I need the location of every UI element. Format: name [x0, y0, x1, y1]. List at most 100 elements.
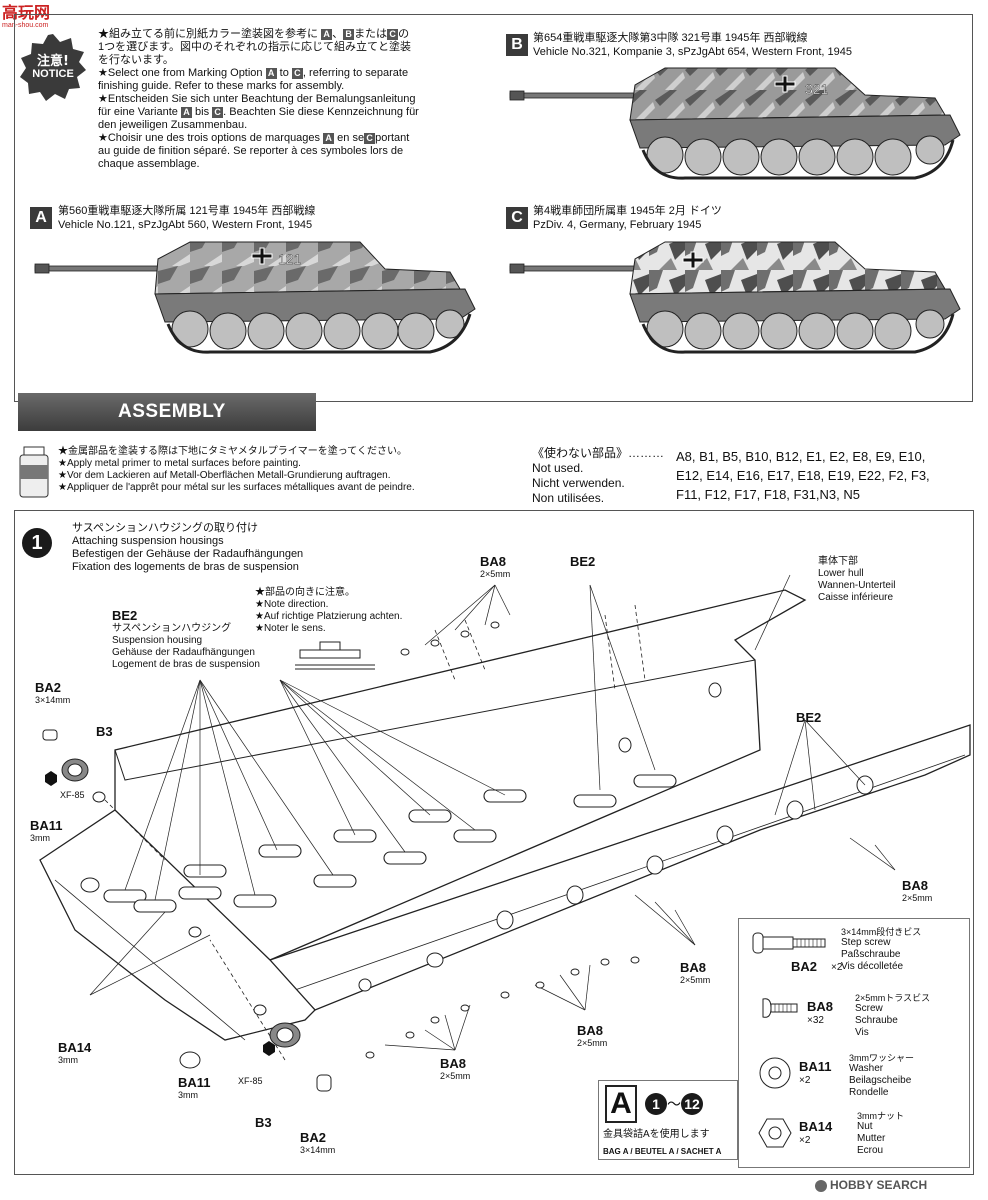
option-a-en: Vehicle No.121, sPzJgAbt 560, Western Fr…	[58, 219, 313, 231]
not-used-parts: A8, B1, B5, B10, B12, E1, E2, E8, E9, E1…	[676, 447, 930, 504]
option-b-box: B	[343, 29, 355, 40]
legend-desc: 3mmワッシャー Washer Beilagscheibe Rondelle	[849, 1053, 914, 1099]
part-size: 3×14mm	[35, 695, 71, 705]
not-used-label: Nicht verwenden.	[532, 476, 625, 490]
hull-assembly-drawing	[39, 574, 971, 1092]
legend-desc-line: Step screw	[841, 937, 891, 948]
legend-desc-line: 3mmワッシャー	[849, 1053, 914, 1063]
tank-c-drawing	[509, 241, 961, 354]
bag-range: 1〜12	[645, 1093, 703, 1115]
part-code: BA14	[58, 1040, 92, 1055]
notice-line: を行ないます。	[98, 54, 174, 66]
hobby-search-watermark: HOBBY SEARCH	[815, 1178, 927, 1192]
bag-jp: 金具袋詰Aを使用します	[603, 1129, 710, 1140]
ba11-label-top: BA11 3mm	[30, 818, 63, 843]
notice-fragment: の	[398, 28, 410, 40]
not-used-parts-line: F11, F12, F17, F18, F31,N3, N5	[676, 487, 861, 502]
primer-line: ★金属部品を塗装する際は下地にタミヤメタルプライマーを塗ってください。	[58, 446, 407, 457]
be2-line: Suspension housing	[112, 635, 203, 646]
legend-desc-line: 3×14mm段付きビス	[841, 927, 922, 937]
part-code: BA2	[35, 680, 62, 695]
legend-desc: 3×14mm段付きビス Step screw Paßschraube Vis d…	[841, 927, 921, 973]
not-used-label: 《使わない部品》………	[532, 446, 665, 460]
tank-b-number: 321	[805, 81, 829, 97]
not-used-label: Not used.	[532, 461, 584, 475]
notice-line: 1つを選びます。図中のそれぞれの指示に応じて組み立てと塗装	[98, 41, 412, 53]
legend-desc-line: 3mmナット	[857, 1111, 904, 1121]
bag-en: BAG A / BEUTEL A / SACHET A	[603, 1147, 722, 1156]
step-title-line: Attaching suspension housings	[72, 535, 224, 547]
truss-screw-icon	[762, 998, 798, 1018]
nut-icon	[758, 1118, 792, 1148]
primer-note: ★金属部品を塗装する際は下地にタミヤメタルプライマーを塗ってください。 ★App…	[58, 446, 415, 494]
note-line: ★Note direction.	[255, 599, 329, 610]
be2-housing-label: BE2 サスペンションハウジング Suspension housing Gehä…	[112, 608, 260, 671]
ba8-label-right: BA8 2×5mm	[902, 878, 932, 903]
paint-marker-icon	[263, 1041, 275, 1056]
notice-fragment: . Beachten Sie diese Kennzeichnung für	[223, 106, 419, 118]
watermark-brand: HOBBY SEARCH	[830, 1178, 928, 1192]
not-used-label: Non utilisées.	[532, 491, 605, 505]
legend-qty: ×32	[807, 1015, 824, 1026]
legend-desc-line: Vis décolletée	[841, 961, 904, 972]
legend-desc-line: Mutter	[857, 1133, 886, 1144]
notice-line-text: ★Select one from Marking Option	[98, 67, 263, 79]
legend-desc-line: Beilagscheibe	[849, 1075, 912, 1086]
part-size: 2×5mm	[440, 1071, 471, 1081]
option-c-jp: 第4戦車師団所属車 1945年 2月 ドイツ	[533, 205, 722, 217]
be2-line: Gehäuse der Radaufhängungen	[112, 647, 255, 658]
legend-desc-line: Washer	[849, 1063, 884, 1074]
xf85-label-bottom: XF-85	[238, 1076, 263, 1086]
step-number: 1	[22, 528, 52, 558]
be2-line: Logement de bras de suspension	[112, 659, 260, 670]
notice-line: den jeweiligen Zusammenbau.	[98, 119, 248, 131]
part-size: 3mm	[30, 833, 50, 843]
primer-line: ★Vor dem Lackieren auf Metall-Oberfläche…	[58, 470, 391, 481]
legend-qty: ×2	[831, 962, 843, 973]
not-used-parts-line: E12, E14, E16, E17, E18, E19, E22, F2, F…	[676, 468, 930, 483]
part-code: BA8	[577, 1023, 604, 1038]
part-code: BA11	[30, 818, 63, 833]
option-a-box: A	[321, 29, 333, 40]
option-a-box: A	[323, 133, 335, 144]
note-line: ★部品の向きに注意。	[255, 587, 355, 598]
bag-from: 1	[645, 1093, 667, 1115]
option-c-en: PzDiv. 4, Germany, February 1945	[533, 219, 702, 231]
lower-hull-line: 車体下部	[818, 556, 858, 567]
notice-line: ★Entscheiden Sie sich unter Beachtung de…	[98, 93, 416, 105]
option-a-badge: A	[30, 207, 52, 229]
legend-qty: ×2	[799, 1075, 811, 1086]
bag-letter: A	[605, 1085, 637, 1123]
legend-desc-line: 2×5mmトラスビス	[855, 993, 931, 1003]
notice-line: ★Choisir une des trois options de marqua…	[98, 132, 478, 145]
bag-tilde: 〜	[667, 1097, 681, 1113]
option-a-box: A	[180, 107, 192, 118]
legend-desc-line: Paßschraube	[841, 949, 901, 960]
notice-badge: 注意! NOTICE	[18, 32, 88, 102]
legend-desc: 3mmナット Nut Mutter Ecrou	[857, 1111, 904, 1157]
notice-line-text: ★組み立てる前に別紙カラー塗装図を参考に	[98, 28, 318, 40]
option-b-badge: B	[506, 34, 528, 56]
legend-desc: 2×5mmトラスビス Screw Schraube Vis	[855, 993, 930, 1039]
be2-label-right: BE2	[796, 710, 822, 725]
option-b-en: Vehicle No.321, Kompanie 3, sPzJgAbt 654…	[533, 46, 852, 58]
notice-fragment: または	[354, 28, 388, 40]
note-line: ★Auf richtige Platzierung achten.	[255, 611, 403, 622]
notice-fragment: en se	[337, 132, 365, 144]
notice-line-text: ★Choisir une des trois options de marqua…	[98, 132, 321, 144]
notice-fragment: to	[279, 67, 289, 79]
note-direction: ★部品の向きに注意。 ★Note direction. ★Auf richtig…	[255, 587, 402, 635]
notice-line: au guide de finition séparé. Se reporter…	[98, 145, 404, 157]
notice-fragment: portant	[375, 132, 410, 144]
marking-options-panel	[14, 14, 973, 402]
watermark-url: man-shou.com	[2, 22, 49, 29]
b3-label-top: B3	[96, 724, 113, 739]
ba8-label-bottom: BA8 2×5mm	[440, 1056, 470, 1081]
ba8-label-top: BA8 2×5mm	[480, 554, 510, 579]
legend-desc-line: Screw	[855, 1003, 883, 1014]
spray-can-icon	[19, 446, 49, 498]
part-code: BA11	[178, 1075, 211, 1090]
option-c-box: C	[387, 29, 399, 40]
legend-code: BA11	[799, 1059, 832, 1074]
